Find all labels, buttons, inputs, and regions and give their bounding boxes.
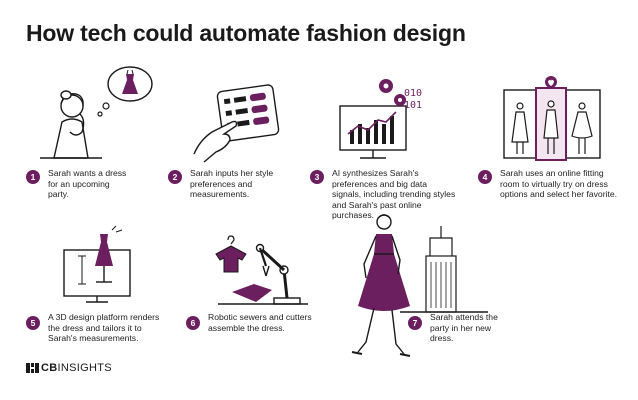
cb-logo-mark-icon: [26, 363, 39, 373]
step-5-illustration: [60, 225, 140, 304]
step-6-illustration: [208, 232, 308, 306]
3d-design-monitor-icon: [63, 225, 131, 303]
binary-line-2: 101: [404, 100, 423, 111]
step-5-caption: A 3D design platform renders the dress a…: [48, 312, 160, 344]
binary-line-1: 010: [404, 88, 423, 99]
step-6-number: 6: [186, 316, 200, 330]
step-3-illustration: [334, 74, 444, 164]
step-7-number: 7: [408, 316, 422, 330]
step-1-number: 1: [26, 170, 40, 184]
step-1-illustration: [40, 62, 160, 162]
step-7-illustration: [340, 212, 490, 362]
robotic-sewer-icon: [215, 235, 308, 305]
step-3-number: 3: [310, 170, 324, 184]
step-2-number: 2: [168, 170, 182, 184]
ai-analytics-icon: [339, 79, 407, 159]
logo-brand-cb: CB: [41, 362, 58, 374]
woman-walking-city-icon: [351, 214, 488, 357]
step-3-caption: AI synthesizes Sarah's preferences and b…: [332, 168, 456, 221]
step-2-caption: Sarah inputs her style preferences and m…: [190, 168, 274, 200]
page-title: How tech could automate fashion design: [26, 20, 466, 46]
step-1-caption: Sarah wants a dress for an upcoming part…: [48, 168, 127, 200]
logo-brand-insights: INSIGHTS: [57, 362, 112, 374]
step-4-caption: Sarah uses an online fitting room to vir…: [500, 168, 618, 200]
binary-code: 010 101: [404, 88, 422, 112]
step-6-caption: Robotic sewers and cutters assemble the …: [208, 312, 312, 333]
step-5-number: 5: [26, 316, 40, 330]
step-7-caption: Sarah attends the party in her new dress…: [430, 312, 498, 344]
step-4-number: 4: [478, 170, 492, 184]
fitting-room-icon: [503, 76, 601, 161]
tablet-input-icon: [193, 84, 280, 163]
thinking-woman-icon: [40, 66, 153, 159]
step-2-illustration: [190, 82, 290, 163]
step-4-illustration: [500, 76, 610, 162]
